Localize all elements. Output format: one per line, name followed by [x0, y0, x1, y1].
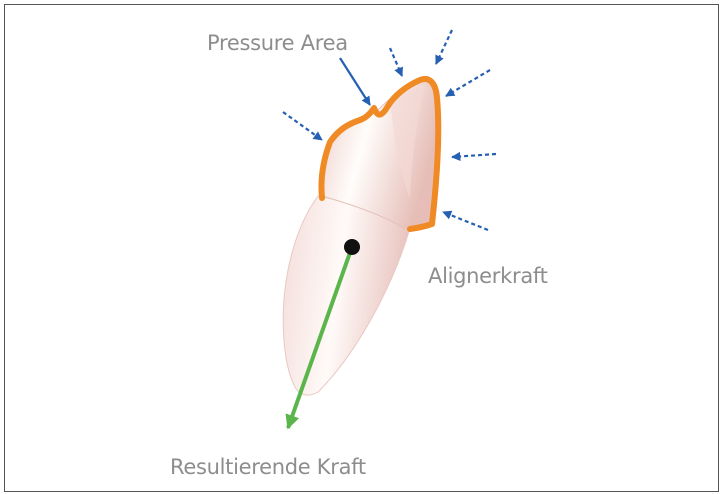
center-point-icon	[344, 239, 360, 255]
force-arrow-top-left	[390, 48, 402, 76]
pressure-area-pointer	[340, 58, 370, 105]
force-arrow-top	[436, 30, 452, 64]
pressure-area-label: Pressure Area	[207, 33, 348, 54]
force-arrow-right	[452, 154, 496, 157]
force-arrow-top-right	[446, 70, 490, 96]
aligner-force-label: Alignerkraft	[428, 266, 548, 287]
force-arrow-left	[283, 112, 322, 140]
force-arrow-bottom-right	[443, 212, 488, 230]
tooth-root	[283, 196, 410, 395]
resultant-force-label: Resultierende Kraft	[170, 457, 366, 478]
